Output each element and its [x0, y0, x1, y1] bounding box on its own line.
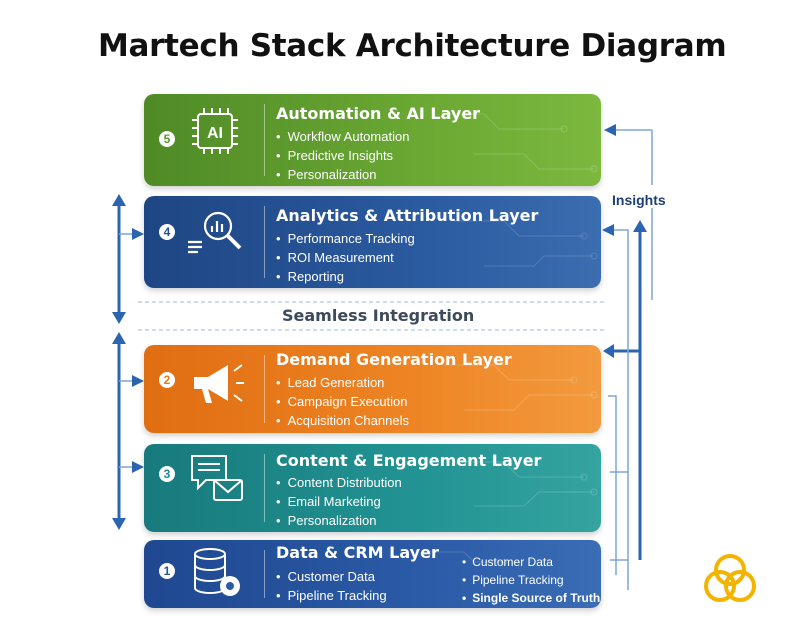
database-gear-icon	[184, 544, 248, 608]
list-item: Pipeline Tracking	[462, 571, 600, 589]
layer-title: Content & Engagement Layer	[276, 451, 542, 470]
list-item: Campaign Execution	[276, 392, 409, 411]
layer-items: Content Distribution Email Marketing Per…	[276, 473, 402, 530]
layer-items: Performance Tracking ROI Measurement Rep…	[276, 229, 415, 286]
message-envelope-icon	[184, 450, 248, 511]
divider	[264, 454, 265, 522]
list-item: Acquisition Channels	[276, 411, 409, 430]
integration-dashed-lines	[138, 301, 605, 331]
insights-label: Insights	[612, 192, 666, 208]
analytics-magnifier-icon	[184, 204, 248, 265]
brand-logo-icon	[704, 554, 756, 602]
divider	[264, 206, 265, 278]
list-item: Single Source of Truth	[462, 589, 600, 607]
list-item: Personalization	[276, 165, 409, 184]
layer-items: Workflow Automation Predictive Insights …	[276, 127, 410, 184]
divider	[264, 104, 265, 176]
circuit-pattern	[441, 111, 598, 173]
circuit-pattern	[454, 220, 598, 267]
megaphone-icon	[184, 355, 248, 416]
list-item: Lead Generation	[276, 373, 409, 392]
layer-data-crm: 1 Data & CRM Layer Customer Data Pipelin…	[144, 540, 601, 608]
list-item: Performance Tracking	[276, 229, 415, 248]
left-double-arrow-upper	[112, 194, 126, 324]
circuit-pattern	[444, 364, 598, 411]
layer-title: Demand Generation Layer	[276, 350, 512, 369]
layer-title: Data & CRM Layer	[276, 543, 439, 562]
svg-text:AI: AI	[207, 125, 223, 142]
list-item: Predictive Insights	[276, 146, 409, 165]
layer-items: Customer Data Pipeline Tracking	[276, 567, 387, 605]
layer-number-badge: 1	[159, 563, 175, 579]
right-main-arrow	[603, 220, 647, 560]
layer-number-badge: 4	[159, 224, 175, 240]
layer-items: Lead Generation Campaign Execution Acqui…	[276, 373, 409, 430]
layer-number-badge: 3	[159, 466, 175, 482]
layer-demand-generation: 2 Demand Generation Layer Lead Generatio…	[144, 345, 601, 433]
layer-number-badge: 2	[159, 372, 175, 388]
divider	[264, 355, 265, 423]
list-item: Reporting	[276, 267, 415, 286]
list-item: Email Marketing	[276, 492, 402, 511]
right-feed-lines	[602, 124, 653, 590]
left-double-arrow-lower	[112, 332, 126, 530]
list-item: Pipeline Tracking	[276, 586, 387, 605]
layer-automation-ai: 5 AI Automation & AI Layer Workflow Auto…	[144, 94, 601, 186]
list-item: Workflow Automation	[276, 127, 410, 146]
layer-items-right: Customer Data Pipeline Tracking Single S…	[462, 553, 600, 607]
divider	[264, 550, 265, 598]
layer-title: Analytics & Attribution Layer	[276, 206, 539, 225]
list-item: Customer Data	[462, 553, 600, 571]
page-title: Martech Stack Architecture Diagram	[98, 28, 727, 64]
layer-analytics-attribution: 4 Analytics & Attribution Layer Performa…	[144, 196, 601, 288]
layer-number-badge: 5	[159, 131, 175, 147]
layer-content-engagement: 3 Content & Engagement Layer Content Dis…	[144, 444, 601, 532]
left-feed-arrows	[119, 228, 144, 473]
circuit-pattern	[454, 461, 598, 507]
list-item: Content Distribution	[276, 473, 402, 492]
integration-label: Seamless Integration	[282, 306, 475, 325]
list-item: ROI Measurement	[276, 248, 415, 267]
ai-chip-icon: AI	[184, 104, 248, 165]
list-item: Customer Data	[276, 567, 387, 586]
list-item: Personalization	[276, 511, 402, 530]
layer-title: Automation & AI Layer	[276, 104, 481, 123]
